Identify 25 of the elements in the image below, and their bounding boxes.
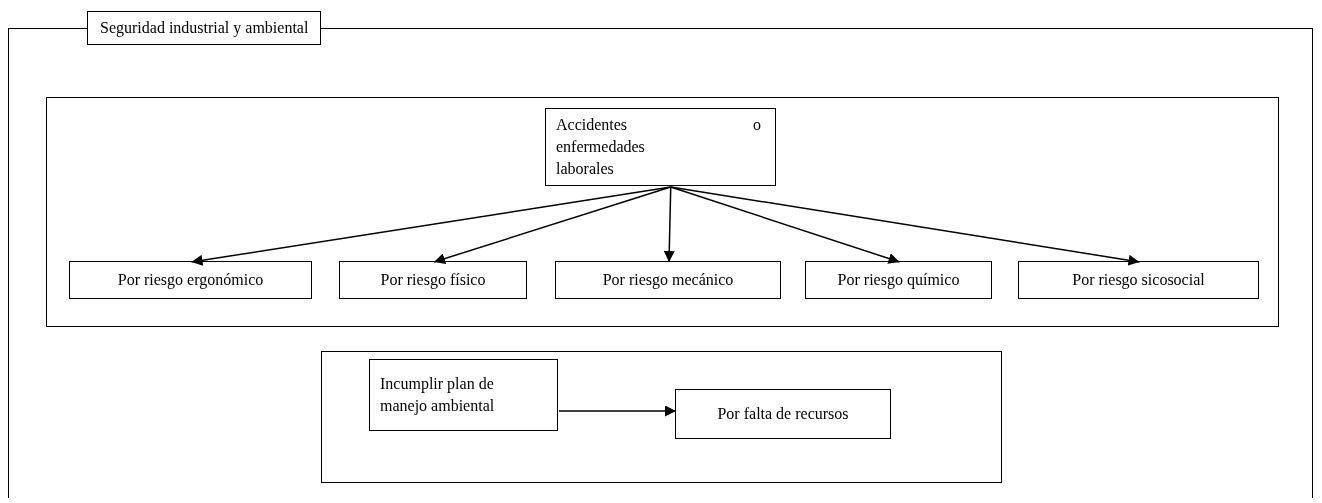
- arrow: [670, 186, 1141, 266]
- group-box: [320, 350, 1002, 483]
- box-label: Por riesgo ergonómico: [117, 270, 264, 291]
- group-box: [45, 96, 1279, 327]
- process-box: [675, 389, 891, 439]
- arrow: [190, 186, 672, 266]
- arrow: [670, 186, 901, 264]
- arrow: [433, 186, 672, 264]
- process-box: [545, 108, 776, 186]
- box-label: Incumplir plan de manejo ambiental: [380, 374, 496, 417]
- frame-title: Seguridad industrial y ambiental: [87, 11, 322, 45]
- process-box: [1018, 261, 1259, 299]
- box-label: Accidentes o enfermedades laborales: [556, 115, 761, 179]
- process-box: [369, 359, 558, 431]
- box-label: Por riesgo mecánico: [602, 270, 734, 291]
- arrow: [663, 186, 675, 263]
- process-box: [805, 261, 992, 299]
- box-label: Por riesgo químico: [837, 270, 960, 291]
- box-label: Por riesgo físico: [380, 270, 486, 291]
- box-label: Por riesgo sicosocial: [1072, 270, 1205, 291]
- process-box: [69, 261, 312, 299]
- process-box: [555, 261, 781, 299]
- process-box: [339, 261, 527, 299]
- arrow: [558, 405, 677, 417]
- box-label: Por falta de recursos: [717, 404, 849, 424]
